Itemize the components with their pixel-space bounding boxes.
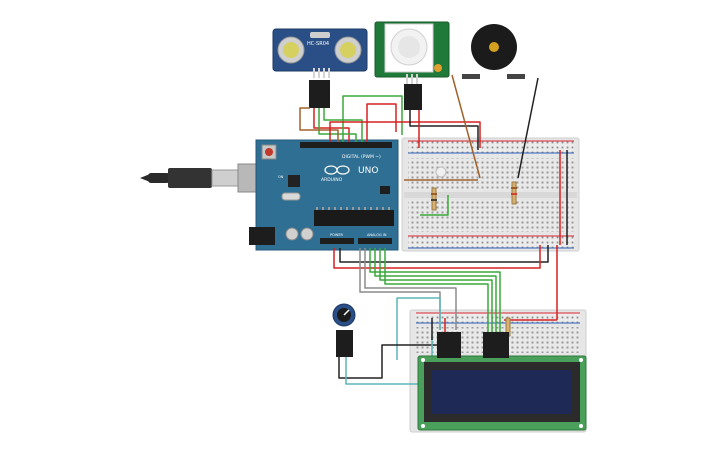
resistor-2 bbox=[511, 181, 517, 205]
wire-us-gnd bbox=[299, 107, 339, 142]
arduino-logo-icon bbox=[324, 165, 350, 175]
wire-pir-out bbox=[342, 95, 403, 142]
ultrasonic-connector bbox=[309, 80, 330, 108]
power-label: POWER bbox=[330, 233, 344, 237]
wire-us-vcc bbox=[313, 108, 350, 142]
pir-connector bbox=[404, 84, 422, 110]
arduino-model: UNO bbox=[358, 166, 378, 176]
arduino-brand: ARDUINO bbox=[321, 177, 343, 183]
ultrasonic-sensor: HC-SR04 bbox=[272, 28, 368, 108]
usb-cable bbox=[148, 173, 170, 183]
wire-buzzer-black bbox=[517, 77, 539, 179]
piezo-buzzer bbox=[462, 24, 525, 79]
analog-header bbox=[358, 238, 392, 244]
ultrasonic-model-label: HC-SR04 bbox=[307, 41, 329, 47]
power-jack bbox=[249, 227, 275, 245]
lcd-header-right bbox=[483, 332, 509, 358]
potentiometer-connector bbox=[336, 330, 353, 357]
crystal bbox=[281, 192, 301, 201]
digital-header bbox=[300, 142, 392, 148]
lcd-header-left bbox=[437, 332, 461, 358]
pir-sensor bbox=[374, 21, 450, 110]
lcd-display bbox=[417, 332, 587, 431]
potentiometer bbox=[332, 303, 356, 357]
capacitor-1 bbox=[285, 227, 299, 241]
resistor-1 bbox=[431, 187, 437, 211]
breadboard-main bbox=[401, 137, 580, 252]
led bbox=[435, 166, 447, 178]
usb-chip bbox=[288, 175, 300, 187]
wires bbox=[299, 74, 568, 385]
capacitor-2 bbox=[300, 227, 314, 241]
microcontroller-chip bbox=[314, 210, 394, 226]
wire-buzzer-brown bbox=[451, 74, 481, 179]
on-label: ON bbox=[278, 175, 284, 179]
power-header bbox=[320, 238, 354, 244]
lcd-screen bbox=[432, 370, 572, 414]
analog-label: ANALOG IN bbox=[367, 233, 387, 237]
digital-label: DIGITAL (PWM ~) bbox=[342, 154, 381, 160]
arduino-uno: DIGITAL (PWM ~) UNO ARDUINO ON POWER ANA… bbox=[140, 139, 399, 251]
